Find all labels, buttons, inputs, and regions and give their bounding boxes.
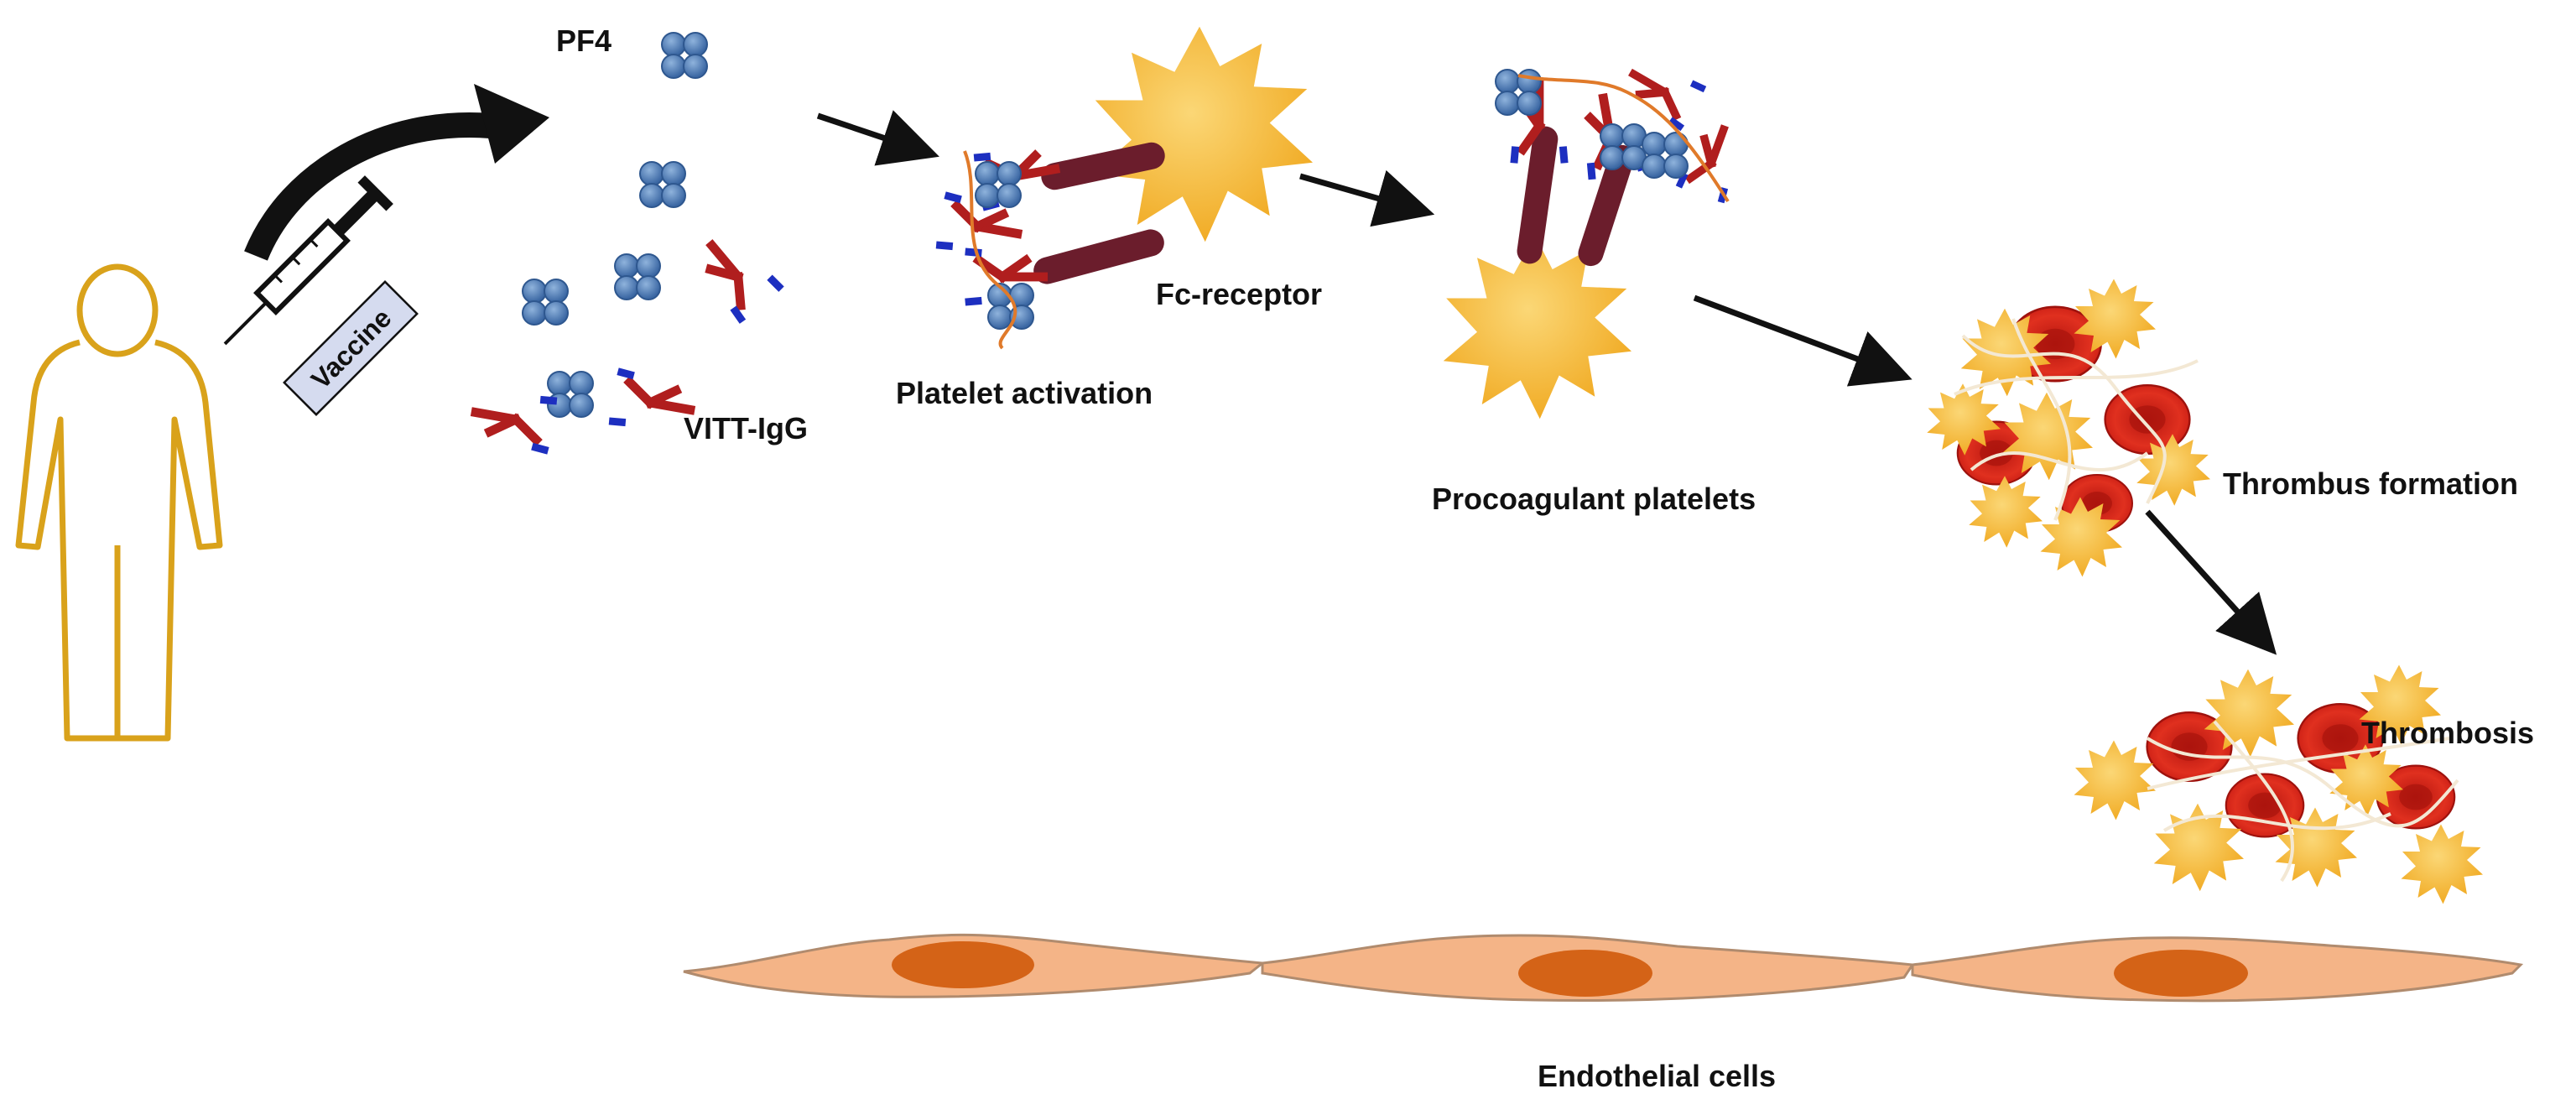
thrombosis-cluster (2074, 664, 2483, 904)
thrombus-formation-label: Thrombus formation (2223, 466, 2518, 501)
syringe-icon (223, 175, 393, 346)
arrow-to-thrombosis (2145, 509, 2277, 655)
injection-arrow (244, 84, 549, 261)
fc-receptor-label: Fc-receptor (1156, 277, 1323, 311)
activated-platelet (934, 26, 1313, 350)
platelet-activation-label: Platelet activation (896, 376, 1153, 410)
thrombosis-label: Thrombosis (2361, 716, 2535, 750)
vitt-igg-label: VITT-IgG (684, 411, 808, 445)
endothelial-cells-label: Endothelial cells (1538, 1059, 1777, 1093)
endothelial-layer (683, 933, 2524, 1003)
procoagulant-platelet (1443, 49, 1750, 419)
vaccine-label-box: Vaccine (283, 280, 419, 416)
pf4-group (522, 32, 708, 418)
arrow-to-procoagulant (1299, 169, 1435, 227)
arrow-to-thrombus (1693, 294, 1912, 387)
person-figure-icon (15, 263, 223, 742)
pf4-label: PF4 (556, 23, 612, 58)
arrow-to-activation (816, 110, 939, 166)
thrombus-cluster (1927, 279, 2210, 577)
procoagulant-platelets-label: Procoagulant platelets (1432, 482, 1756, 516)
